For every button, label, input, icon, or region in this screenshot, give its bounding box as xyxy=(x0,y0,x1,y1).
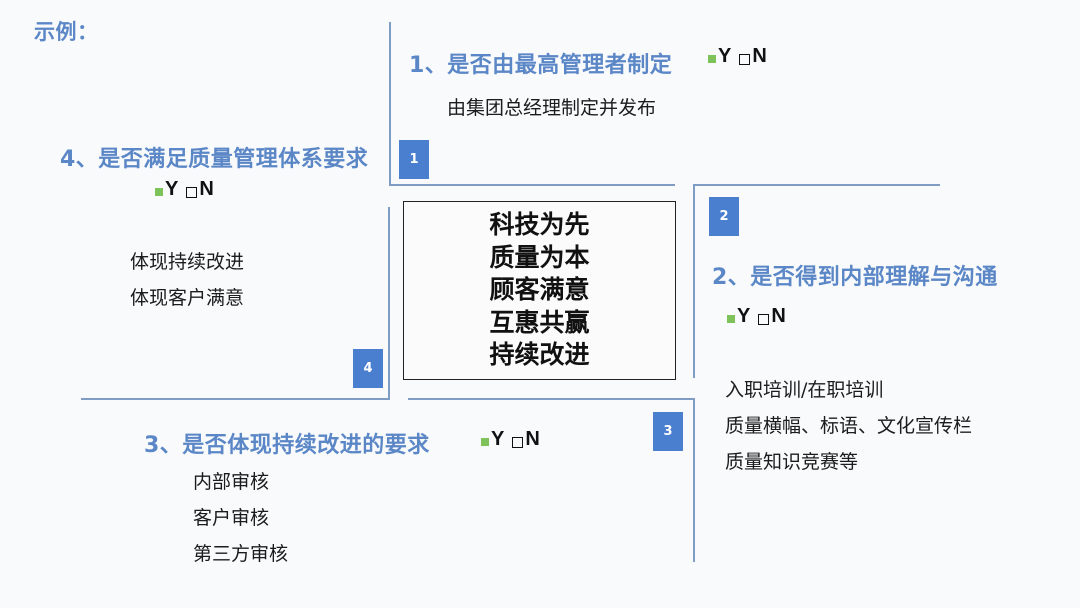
q4-vertical-line xyxy=(388,207,390,400)
yes-label: Y xyxy=(491,428,505,450)
core-value-line: 持续改进 xyxy=(489,340,590,370)
q3-item: 内部审核 xyxy=(193,471,270,493)
yes-label: Y xyxy=(718,45,732,67)
checked-box-icon[interactable] xyxy=(155,188,163,196)
q3-title: 3、是否体现持续改进的要求 xyxy=(144,433,430,458)
q4-horizontal-line xyxy=(81,398,390,400)
unchecked-box-icon[interactable] xyxy=(758,313,770,325)
q2-vertical-line xyxy=(693,184,695,378)
q1-vertical-line xyxy=(389,22,391,186)
unchecked-box-icon[interactable] xyxy=(512,436,524,448)
q1-badge: 1 xyxy=(399,140,429,179)
core-value-line: 顾客满意 xyxy=(489,275,590,305)
checked-box-icon[interactable] xyxy=(708,55,716,63)
q2-item: 质量横幅、标语、文化宣传栏 xyxy=(725,415,973,437)
core-value-line: 互惠共赢 xyxy=(489,307,590,337)
no-label: N xyxy=(199,178,214,200)
unchecked-box-icon[interactable] xyxy=(186,186,198,198)
q2-items: 入职培训/在职培训 质量横幅、标语、文化宣传栏 质量知识竞赛等 xyxy=(725,372,972,480)
core-values-box: 科技为先 质量为本 顾客满意 互惠共赢 持续改进 xyxy=(403,201,676,380)
no-label: N xyxy=(771,305,786,327)
q2-title: 2、是否得到内部理解与沟通 xyxy=(712,265,998,290)
yes-label: Y xyxy=(165,178,179,200)
q4-title: 4、是否满足质量管理体系要求 xyxy=(60,147,369,172)
no-label: N xyxy=(525,428,540,450)
q2-item: 质量知识竞赛等 xyxy=(725,451,859,473)
q1-item: 由集团总经理制定并发布 xyxy=(447,97,657,119)
q3-item: 客户审核 xyxy=(193,507,270,529)
q2-horizontal-line xyxy=(693,184,940,186)
no-label: N xyxy=(752,45,767,67)
q3-horizontal-line xyxy=(408,398,695,400)
core-value-line: 科技为先 xyxy=(489,210,590,240)
checked-box-icon[interactable] xyxy=(727,315,735,323)
unchecked-box-icon[interactable] xyxy=(739,53,751,65)
q2-item: 入职培训/在职培训 xyxy=(725,379,884,401)
example-label: 示例： xyxy=(34,20,99,44)
q3-badge: 3 xyxy=(653,412,683,451)
q3-item: 第三方审核 xyxy=(193,543,289,565)
q3-items: 内部审核 客户审核 第三方审核 xyxy=(193,464,288,572)
q1-title: 1、是否由最高管理者制定 xyxy=(409,53,673,78)
q1-horizontal-line xyxy=(389,184,675,186)
q2-badge: 2 xyxy=(709,197,739,236)
yes-label: Y xyxy=(737,305,751,327)
q4-item: 体现持续改进 xyxy=(130,251,245,273)
q4-items: 体现持续改进 体现客户满意 xyxy=(130,244,244,316)
q4-badge: 4 xyxy=(353,349,383,388)
checked-box-icon[interactable] xyxy=(481,438,489,446)
q4-item: 体现客户满意 xyxy=(130,287,245,309)
core-value-line: 质量为本 xyxy=(489,242,590,272)
q3-vertical-line xyxy=(693,398,695,562)
